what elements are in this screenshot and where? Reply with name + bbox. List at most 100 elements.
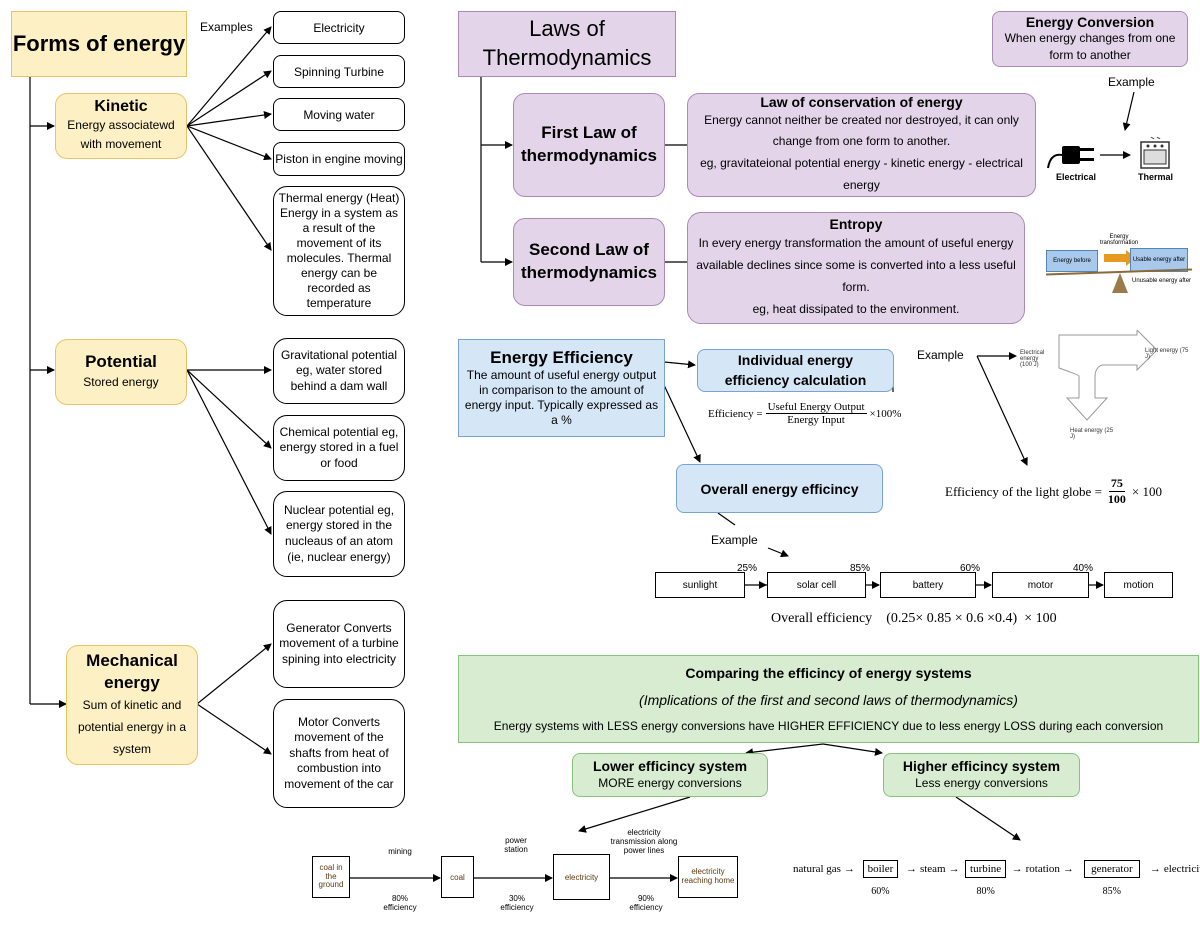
potential-title: Potential bbox=[85, 351, 157, 371]
coal-step-mining: mining bbox=[388, 847, 412, 856]
chain-node-battery: battery bbox=[880, 572, 976, 598]
conservation-box: Law of conservation of energy Energy can… bbox=[687, 93, 1036, 197]
arrow-right-icon: → bbox=[1149, 863, 1161, 875]
efficiency-title: Energy Efficiency bbox=[490, 348, 633, 367]
fulcrum-icon bbox=[1112, 273, 1128, 293]
plug-icon bbox=[1047, 146, 1094, 169]
coal-step-power-station: power station bbox=[504, 836, 528, 854]
overall-efficiency-formula: Overall efficiency (0.25× 0.85 × 0.6 ×0.… bbox=[771, 611, 1057, 627]
conversion-title: Energy Conversion bbox=[1025, 13, 1155, 30]
conversion-desc: When energy changes from one form to ano… bbox=[1004, 30, 1176, 62]
overall-efficiency-box: Overall energy efficincy bbox=[676, 464, 883, 513]
energy-efficiency-box: Energy Efficiency The amount of useful e… bbox=[458, 339, 665, 437]
entropy-example: eg, heat dissipated to the environment. bbox=[752, 302, 960, 317]
energy-transformation-label: Energy transformation bbox=[1099, 234, 1139, 246]
gas-item-steam: steam bbox=[919, 863, 946, 875]
coal-node-electricity: electricity bbox=[553, 854, 610, 900]
sankey-diagram bbox=[1058, 330, 1158, 421]
efficiency-desc: The amount of useful energy output in co… bbox=[464, 368, 659, 427]
example-thermal-energy: Thermal energy (Heat) Energy in a system… bbox=[273, 186, 405, 316]
gas-item-rotation: rotation bbox=[1025, 863, 1060, 875]
mechanical-box: Mechanical energy Sum of kinetic and pot… bbox=[66, 645, 198, 765]
thermo-title-text: Laws of Thermodynamics bbox=[482, 16, 652, 70]
unusable-energy-label: Unusable energy after bbox=[1132, 278, 1192, 284]
conservation-text: Energy cannot neither be created nor des… bbox=[704, 112, 1019, 149]
potential-desc: Stored energy bbox=[83, 374, 159, 389]
example-generator: Generator Converts movement of a turbine… bbox=[273, 600, 405, 688]
electrical-label: Electrical bbox=[1056, 172, 1097, 182]
coal-step-transmission: electricity transmission along power lin… bbox=[610, 828, 678, 855]
overall-formula-label: Overall efficiency bbox=[771, 611, 873, 626]
example-nuclear-potential: Nuclear potential eg, energy stored in t… bbox=[273, 491, 405, 577]
conversion-example-label: Example bbox=[1108, 75, 1155, 89]
chain-node-motion: motion bbox=[1104, 572, 1173, 598]
coal-node-ground: coal in the ground bbox=[312, 856, 350, 898]
entropy-box: Entropy In every energy transformation t… bbox=[687, 212, 1025, 324]
orange-arrow-icon bbox=[1104, 254, 1126, 262]
comparing-box: Comparing the efficincy of energy system… bbox=[458, 655, 1199, 743]
light-globe-formula: Efficiency of the light globe = 75 100 ×… bbox=[945, 476, 1162, 507]
first-law-box: First Law of thermodynamics bbox=[513, 93, 665, 197]
second-law-box: Second Law of thermodynamics bbox=[513, 218, 665, 306]
coal-node-coal: coal bbox=[441, 856, 474, 898]
gas-pct-generator: 85% bbox=[1102, 886, 1122, 897]
arrow-right-icon: → bbox=[1011, 863, 1023, 875]
kinetic-box: Kinetic Energy associatewd with movement bbox=[55, 93, 187, 159]
kinetic-title: Kinetic bbox=[94, 97, 148, 115]
examples-label: Examples bbox=[200, 20, 253, 34]
overall-formula-expr: (0.25× 0.85 × 0.6 ×0.4) × 100 bbox=[886, 611, 1057, 626]
gas-item-natural-gas: natural gas bbox=[793, 863, 841, 875]
example-spinning-turbine: Spinning Turbine bbox=[273, 55, 405, 88]
entropy-text: In every energy transformation the amoun… bbox=[696, 235, 1016, 294]
lower-efficiency-box: Lower efficincy system MORE energy conve… bbox=[572, 753, 768, 797]
overall-efficiency-text: Overall energy efficincy bbox=[700, 480, 859, 497]
light-globe-tail: × 100 bbox=[1131, 483, 1163, 499]
energy-conversion-box: Energy Conversion When energy changes fr… bbox=[992, 11, 1188, 67]
thermal-label: Thermal bbox=[1138, 172, 1174, 182]
comparing-title: Comparing the efficincy of energy system… bbox=[685, 665, 972, 682]
forms-title-text: Forms of energy bbox=[12, 30, 186, 56]
chain-pct-2: 85% bbox=[850, 563, 871, 574]
example-electricity: Electricity bbox=[273, 11, 405, 44]
coal-eff-2: 30% efficiency bbox=[500, 894, 534, 912]
comparing-text: Energy systems with LESS energy conversi… bbox=[493, 718, 1164, 733]
conservation-example: eg, gravitateional potential energy - ki… bbox=[700, 156, 1023, 192]
usable-energy-block: Usable energy after bbox=[1130, 248, 1188, 272]
thermodynamics-title: Laws of Thermodynamics bbox=[458, 11, 676, 77]
higher-efficiency-title: Higher efficincy system bbox=[902, 758, 1061, 774]
entropy-heading: Entropy bbox=[829, 215, 883, 232]
lower-efficiency-desc: MORE energy conversions bbox=[598, 776, 742, 790]
coal-eff-1: 80% efficiency bbox=[383, 894, 417, 912]
entropy-illustration: Energy before Energy transformation Usab… bbox=[1046, 232, 1196, 304]
mechanical-title: Mechanical energy bbox=[86, 650, 178, 692]
gas-node-boiler: boiler bbox=[862, 860, 899, 878]
forms-of-energy-title: Forms of energy bbox=[11, 11, 187, 77]
formula-denominator: Energy Input bbox=[787, 414, 845, 426]
example-gravitational-potential: Gravitational potential eg, water stored… bbox=[273, 338, 405, 404]
arrow-right-icon: → bbox=[948, 863, 960, 875]
formula-numerator: Useful Energy Output bbox=[765, 401, 867, 414]
coal-eff-3: 90% efficiency bbox=[629, 894, 663, 912]
chain-pct-1: 25% bbox=[737, 563, 758, 574]
example-moving-water: Moving water bbox=[273, 98, 405, 131]
stove-icon bbox=[1140, 136, 1170, 169]
chain-node-sunlight: sunlight bbox=[655, 572, 745, 598]
gas-pct-turbine: 80% bbox=[976, 886, 995, 897]
comparing-subtitle: (Implications of the first and second la… bbox=[639, 691, 1018, 708]
energy-before-block: Energy before bbox=[1046, 250, 1098, 272]
sankey-light-label: Light energy (75 J) bbox=[1145, 348, 1189, 360]
higher-efficiency-box: Higher efficincy system Less energy conv… bbox=[883, 753, 1080, 797]
sankey-heat-label: Heat energy (25 J) bbox=[1070, 428, 1114, 440]
chain-node-solar-cell: solar cell bbox=[767, 572, 866, 598]
gas-node-turbine: turbine bbox=[965, 860, 1007, 878]
arrow-right-icon: → bbox=[905, 863, 917, 875]
formula-tail: ×100% bbox=[869, 407, 902, 420]
first-law-title: First Law of thermodynamics bbox=[520, 123, 658, 165]
coal-node-home: electricity reaching home bbox=[678, 856, 738, 898]
gas-chain: natural gas → boiler 60% → steam → turbi… bbox=[793, 860, 1200, 897]
example-piston: Piston in engine moving bbox=[273, 142, 405, 176]
individual-calculation-box: Individual energy efficiency calculation bbox=[697, 349, 894, 392]
higher-efficiency-desc: Less energy conversions bbox=[915, 776, 1048, 790]
gas-item-electricity: electricity bbox=[1163, 863, 1200, 875]
